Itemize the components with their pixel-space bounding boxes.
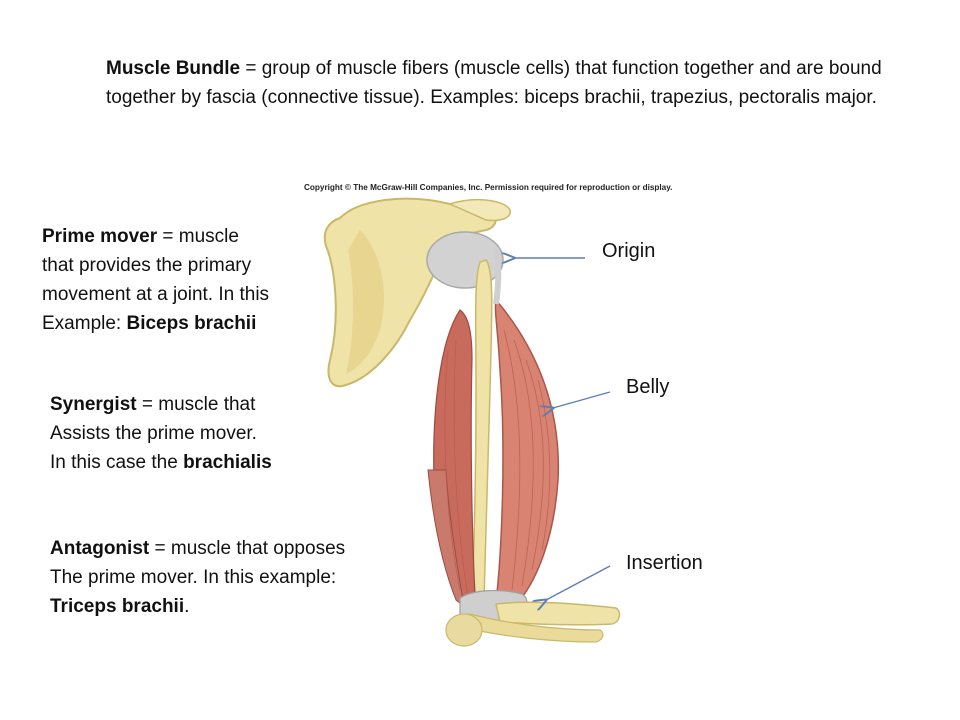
antagonist-example: Triceps brachii <box>50 596 185 617</box>
prime-mover-definition: Prime mover = muscle that provides the pr… <box>42 222 332 338</box>
muscle-bundle-term: Muscle Bundle <box>106 58 241 79</box>
belly-arrow <box>553 391 611 408</box>
figure-copyright: Copyright © The McGraw-Hill Companies, I… <box>304 183 673 192</box>
synergist-term: Synergist <box>50 394 137 415</box>
radius-ulna <box>495 601 621 626</box>
belly-label: Belly <box>626 376 670 398</box>
antagonist-line2: The prime mover. In this example: <box>50 567 337 588</box>
prime-mover-example: Biceps brachii <box>126 313 257 334</box>
synergist-example: brachialis <box>183 452 272 473</box>
muscle-bundle-text: = group of muscle fibers (muscle cells) … <box>106 58 882 108</box>
acromion <box>447 199 511 222</box>
prime-mover-line4: Example: <box>42 313 127 334</box>
olecranon <box>445 613 483 647</box>
prime-mover-line1: = muscle <box>157 226 239 247</box>
synergist-line2: Assists the prime mover. <box>50 423 257 444</box>
prime-mover-line3: movement at a joint. In this <box>42 284 270 305</box>
prime-mover-term: Prime mover <box>42 226 158 247</box>
muscle-fibers <box>444 329 551 599</box>
synergist-line3: In this case the <box>50 452 184 473</box>
insertion-arrow <box>546 565 611 600</box>
insertion-label: Insertion <box>626 552 703 574</box>
prime-mover-line2: that provides the primary <box>42 255 252 276</box>
synergist-line1: = muscle that <box>136 394 256 415</box>
biceps-origin-tendon <box>493 247 502 305</box>
origin-label: Origin <box>602 240 656 262</box>
arm-muscle-illustration <box>323 197 621 647</box>
scapula-shading <box>346 230 384 374</box>
antagonist-term: Antagonist <box>50 538 150 559</box>
muscle-bundle-definition: Muscle Bundle = group of muscle fibers (… <box>106 54 926 112</box>
ulna-lower <box>465 613 604 643</box>
antagonist-suffix: . <box>184 596 190 617</box>
antagonist-line1: = muscle that opposes <box>149 538 346 559</box>
